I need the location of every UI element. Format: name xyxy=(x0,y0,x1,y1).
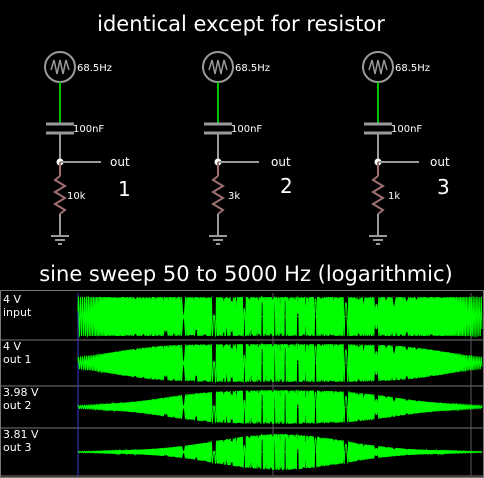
ground-icon xyxy=(51,235,69,245)
resistor[interactable] xyxy=(53,175,67,215)
capacitor-label: 100nF xyxy=(391,124,422,135)
trace-waveform xyxy=(77,389,483,425)
source-frequency-label: 68.5Hz xyxy=(77,63,112,74)
ground-icon xyxy=(209,235,227,245)
sweep-title: sine sweep 50 to 5000 Hz (logarithmic) xyxy=(39,262,453,286)
trace-name-label: out 3 xyxy=(3,441,32,454)
source-frequency-label: 68.5Hz xyxy=(235,63,270,74)
trace-waveform xyxy=(77,433,483,471)
source-frequency-label: 68.5Hz xyxy=(395,63,430,74)
ac-source-icon[interactable] xyxy=(362,51,394,83)
circuit-number: 3 xyxy=(437,175,450,199)
circuit-2[interactable]: 68.5Hz 100nF out 3k 2 xyxy=(202,51,293,245)
circuit-number: 1 xyxy=(118,177,131,201)
output-label: out xyxy=(110,155,130,169)
ac-source-icon[interactable] xyxy=(202,51,234,83)
capacitor-label: 100nF xyxy=(231,124,262,135)
trace-waveform xyxy=(77,295,483,338)
page-title: identical except for resistor xyxy=(97,12,385,36)
trace-scale-label: 3.98 V xyxy=(3,386,39,399)
ground-icon xyxy=(369,235,387,245)
resistor-label: 10k xyxy=(67,191,86,202)
sine-wave-icon xyxy=(368,59,388,75)
trace-scale-label: 4 V xyxy=(3,293,21,306)
resistor[interactable] xyxy=(371,175,385,215)
output-label: out xyxy=(271,155,291,169)
ac-source-icon[interactable] xyxy=(44,51,76,83)
trace-scale-label: 4 V xyxy=(3,340,21,353)
circuit-3[interactable]: 68.5Hz 100nF out 1k 3 xyxy=(362,51,450,245)
sine-wave-icon xyxy=(208,59,228,75)
resistor[interactable] xyxy=(211,175,225,215)
capacitor-label: 100nF xyxy=(73,124,104,135)
resistor-label: 3k xyxy=(228,191,240,202)
resistor-label: 1k xyxy=(388,191,400,202)
trace-name-label: out 2 xyxy=(3,399,32,412)
trace-name-label: input xyxy=(3,306,32,319)
circuit-1[interactable]: 68.5Hz 100nF out 10k 1 xyxy=(44,51,131,245)
trace-scale-label: 3.81 V xyxy=(3,428,39,441)
output-label: out xyxy=(430,155,450,169)
trace-name-label: out 1 xyxy=(3,353,32,366)
circuit-number: 2 xyxy=(280,174,293,198)
trace-waveform xyxy=(77,342,483,384)
sine-wave-icon xyxy=(50,59,70,75)
